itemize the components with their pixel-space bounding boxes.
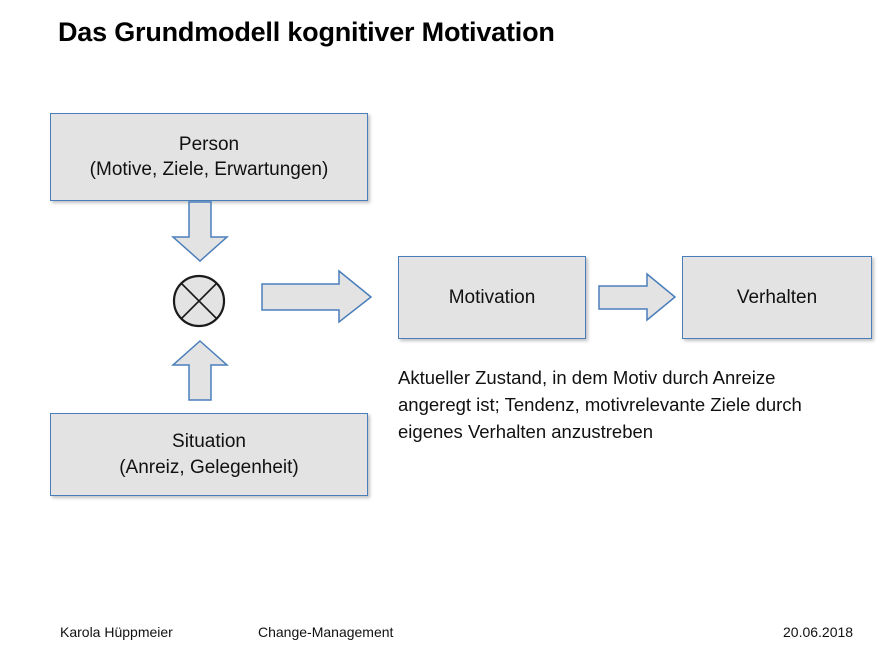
diagram-box-situation-line2: (Anreiz, Gelegenheit): [119, 456, 299, 478]
diagram-box-motivation-label: Motivation: [448, 286, 536, 308]
motivation-description-text: Aktueller Zustand, in dem Motiv durch An…: [398, 367, 802, 442]
diagram-box-person-line1: Person: [178, 133, 240, 155]
diagram-box-verhalten[interactable]: Verhalten: [682, 256, 872, 339]
arrow-right-icon-main: [261, 269, 373, 324]
footer-course: Change-Management: [258, 624, 394, 640]
diagram-box-situation[interactable]: Situation (Anreiz, Gelegenheit): [50, 413, 368, 496]
page-title: Das Grundmodell kognitiver Motivation: [58, 17, 555, 47]
footer-author: Karola Hüppmeier: [60, 624, 173, 640]
diagram-box-situation-line1: Situation: [172, 431, 246, 453]
diagram-box-person-line2: (Motive, Ziele, Erwartungen): [89, 159, 329, 180]
arrow-up-icon: [171, 339, 229, 401]
diagram-box-person[interactable]: Person (Motive, Ziele, Erwartungen): [50, 113, 368, 201]
footer-date: 20.06.2018: [783, 624, 854, 640]
diagram-box-motivation[interactable]: Motivation: [398, 256, 586, 339]
arrow-right-icon-small: [598, 272, 677, 322]
diagram-box-verhalten-label: Verhalten: [736, 286, 818, 308]
arrow-down-icon: [171, 201, 229, 263]
circle-multiply-operator-icon: [172, 274, 226, 328]
